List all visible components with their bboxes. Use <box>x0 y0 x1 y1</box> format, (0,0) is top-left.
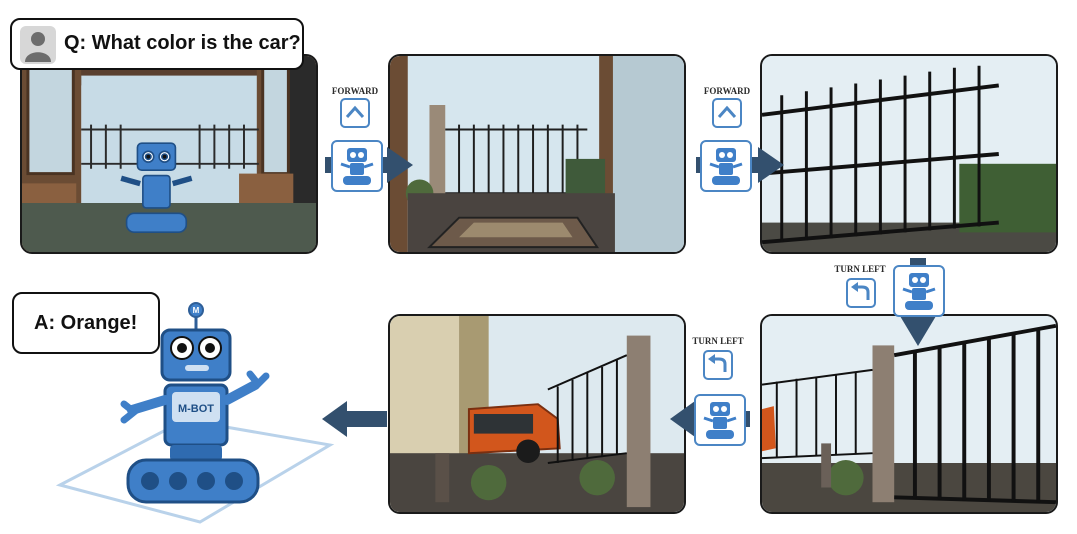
up-chevron-icon <box>717 105 737 118</box>
command-label-3: TURN LEFT <box>834 264 886 274</box>
robot-step-icon-3 <box>893 265 945 317</box>
up-chevron-icon <box>345 105 365 118</box>
turn-left-icon <box>851 282 870 300</box>
robot-icon <box>340 148 374 185</box>
scene-panel-5 <box>760 314 1058 514</box>
robot-badge-text: M-BOT <box>178 403 214 415</box>
answer-text: A: Orange! <box>34 312 138 334</box>
robot-step-icon-1 <box>331 140 383 192</box>
forward-button-1 <box>340 98 370 128</box>
robot-step-icon-2 <box>700 140 752 192</box>
robot-icon <box>709 148 743 185</box>
answer-bubble: A: Orange! <box>12 292 160 354</box>
turn-left-button-2 <box>703 350 733 380</box>
robot-step-icon-4 <box>694 394 746 446</box>
answer-robot: M M-BOT <box>50 300 340 525</box>
command-label-2: FORWARD <box>703 86 751 96</box>
scene-panel-4 <box>388 314 686 514</box>
scene-panel-3 <box>760 54 1058 254</box>
turn-left-icon <box>708 354 727 372</box>
robot-antenna-letter: M <box>193 306 200 315</box>
user-avatar-icon <box>20 26 56 64</box>
robot-icon <box>902 273 936 310</box>
command-label-1: FORWARD <box>331 86 379 96</box>
question-text: Q: What color is the car? <box>64 32 301 54</box>
scene-panel-1 <box>20 54 318 254</box>
command-label-4: TURN LEFT <box>692 336 744 346</box>
turn-left-button-1 <box>846 278 876 308</box>
scene-panel-2 <box>388 54 686 254</box>
question-bubble: Q: What color is the car? <box>10 18 304 70</box>
flow-arrow-final <box>322 401 387 437</box>
robot-icon <box>703 402 737 439</box>
forward-button-2 <box>712 98 742 128</box>
